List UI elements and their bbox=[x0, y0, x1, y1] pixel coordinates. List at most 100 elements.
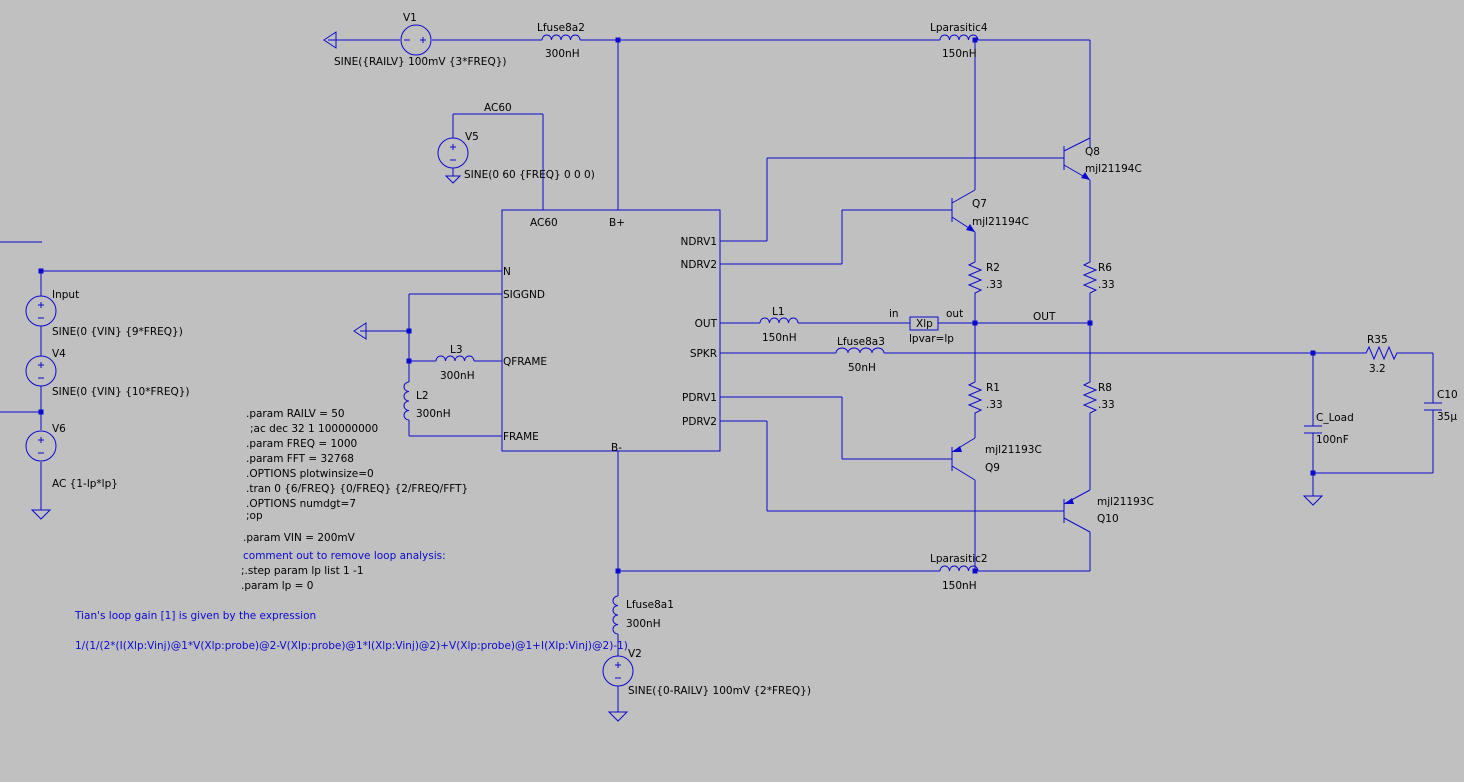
c-load-value: 100nF bbox=[1316, 434, 1349, 446]
pin-pdrv1: PDRV1 bbox=[682, 392, 717, 404]
input-name: Input bbox=[52, 289, 79, 301]
pin-qframe: QFRAME bbox=[503, 356, 547, 368]
c10-value: 35µ bbox=[1437, 411, 1457, 423]
directive-line: .param FFT = 32768 bbox=[246, 453, 354, 465]
step-line[interactable]: ;.step param lp list 1 -1 bbox=[241, 565, 364, 577]
inductor-l1[interactable]: L1 150nH bbox=[759, 306, 799, 344]
pin-pdrv2: PDRV2 bbox=[682, 416, 717, 428]
lfuse8a1-value: 300nH bbox=[626, 618, 661, 630]
amplifier-block[interactable]: AC60 B+ B- N SIGGND QFRAME FRAME NDRV1 N… bbox=[501, 209, 721, 454]
pin-frame: FRAME bbox=[503, 431, 539, 443]
loop-probe-xlp[interactable]: Xlp in out lpvar=lp bbox=[889, 308, 963, 345]
pin-bminus: B- bbox=[611, 442, 622, 454]
resistor-r8[interactable]: R8 .33 bbox=[1082, 378, 1115, 416]
v6-value: AC {1-lp*lp} bbox=[52, 478, 118, 490]
capacitor-c-load[interactable]: C_Load 100nF bbox=[1304, 412, 1354, 446]
v1-value: SINE({RAILV} 100mV {3*FREQ}) bbox=[334, 56, 507, 68]
c-load-name: C_Load bbox=[1316, 412, 1354, 424]
v2-value: SINE({0-RAILV} 100mV {2*FREQ}) bbox=[628, 685, 811, 697]
source-v5[interactable]: V5 SINE(0 60 {FREQ} 0 0 0) AC60 bbox=[437, 102, 595, 181]
inductor-lfuse8a3[interactable]: Lfuse8a3 50nH bbox=[835, 336, 885, 374]
lfuse8a2-name: Lfuse8a2 bbox=[537, 22, 585, 34]
v6-name: V6 bbox=[52, 423, 66, 435]
tian-description: Tian's loop gain [1] is given by the exp… bbox=[74, 610, 316, 622]
source-input[interactable]: Input SINE(0 {VIN} {9*FREQ}) bbox=[25, 289, 183, 338]
l3-name: L3 bbox=[450, 344, 463, 356]
r1-name: R1 bbox=[986, 382, 1000, 394]
directive-line: .tran 0 {6/FREQ} {0/FREQ} {2/FREQ/FFT} bbox=[246, 483, 468, 495]
inductor-l3[interactable]: L3 300nH bbox=[435, 344, 475, 382]
source-v4[interactable]: V4 SINE(0 {VIN} {10*FREQ}) bbox=[25, 348, 190, 398]
q8-name: Q8 bbox=[1085, 146, 1100, 158]
l2-name: L2 bbox=[416, 390, 429, 402]
q8-value: mjl21194C bbox=[1085, 163, 1142, 175]
ground-icon bbox=[607, 711, 629, 722]
resistor-r6[interactable]: R6 .33 bbox=[1082, 258, 1115, 296]
pin-n: N bbox=[503, 266, 511, 278]
tian-expression: 1/(1/(2*(I(Xlp:Vinj)@1*V(Xlp:probe)@2-V(… bbox=[75, 640, 628, 652]
transistor-q7[interactable]: Q7 mjl21194C bbox=[951, 189, 1029, 233]
lparasitic4-value: 150nH bbox=[942, 48, 977, 60]
r6-value: .33 bbox=[1098, 279, 1115, 291]
lparasitic4-name: Lparasitic4 bbox=[930, 22, 988, 34]
directive-line: .param RAILV = 50 bbox=[246, 408, 345, 420]
l2-value: 300nH bbox=[416, 408, 451, 420]
ground-icon bbox=[323, 31, 337, 49]
source-v2[interactable]: V2 SINE({0-RAILV} 100mV {2*FREQ}) bbox=[602, 648, 811, 697]
inductor-lfuse8a1[interactable]: Lfuse8a1 300nH bbox=[612, 595, 674, 635]
ac60-net-label: AC60 bbox=[484, 102, 512, 114]
spice-directives[interactable]: .param RAILV = 50 ;ac dec 32 1 100000000… bbox=[246, 408, 468, 522]
r35-value: 3.2 bbox=[1369, 363, 1386, 375]
directive-line: .param FREQ = 1000 bbox=[246, 438, 357, 450]
q7-value: mjl21194C bbox=[972, 216, 1029, 228]
param-vin[interactable]: .param VIN = 200mV bbox=[243, 532, 356, 544]
resistor-r1[interactable]: R1 .33 bbox=[967, 378, 1003, 416]
l1-value: 150nH bbox=[762, 332, 797, 344]
v4-value: SINE(0 {VIN} {10*FREQ}) bbox=[52, 386, 190, 398]
param-lp[interactable]: .param lp = 0 bbox=[241, 580, 314, 592]
lfuse8a2-value: 300nH bbox=[545, 48, 580, 60]
pin-out: OUT bbox=[695, 318, 718, 330]
transistor-q10[interactable]: mjl21193C Q10 bbox=[1063, 489, 1154, 533]
q10-value: mjl21193C bbox=[1097, 496, 1154, 508]
r35-name: R35 bbox=[1367, 334, 1388, 346]
resistor-r2[interactable]: R2 .33 bbox=[967, 258, 1003, 296]
directive-line: ;op bbox=[246, 510, 263, 522]
inductor-lfuse8a2[interactable]: Lfuse8a2 300nH bbox=[537, 22, 585, 60]
capacitor-c10[interactable]: C10 35µ bbox=[1424, 389, 1458, 423]
directive-line: .OPTIONS plotwinsize=0 bbox=[246, 468, 374, 480]
directive-line: ;ac dec 32 1 100000000 bbox=[250, 423, 378, 435]
inductor-lparasitic2[interactable]: Lparasitic2 150nH bbox=[930, 553, 988, 592]
inductor-l2[interactable]: L2 300nH bbox=[403, 381, 451, 421]
xlp-value: lpvar=lp bbox=[909, 333, 954, 345]
source-v1[interactable]: V1 SINE({RAILV} 100mV {3*FREQ}) bbox=[334, 12, 507, 68]
transistor-q8[interactable]: Q8 mjl21194C bbox=[1063, 137, 1142, 181]
pin-bplus: B+ bbox=[609, 217, 625, 229]
v5-name: V5 bbox=[465, 131, 479, 143]
r2-name: R2 bbox=[986, 262, 1000, 274]
ground-icon bbox=[1302, 495, 1324, 506]
xlp-pin-out: out bbox=[946, 308, 963, 320]
pin-ndrv1: NDRV1 bbox=[680, 236, 717, 248]
lfuse8a3-value: 50nH bbox=[848, 362, 876, 374]
xlp-pin-in: in bbox=[889, 308, 899, 320]
out-net-label: OUT bbox=[1033, 311, 1056, 323]
resistor-r35[interactable]: R35 3.2 bbox=[1362, 334, 1400, 375]
lparasitic2-value: 150nH bbox=[942, 580, 977, 592]
inductor-lparasitic4[interactable]: Lparasitic4 150nH bbox=[930, 22, 988, 60]
l3-value: 300nH bbox=[440, 370, 475, 382]
r6-name: R6 bbox=[1098, 262, 1112, 274]
source-v6[interactable]: V6 AC {1-lp*lp} bbox=[25, 423, 118, 490]
r1-value: .33 bbox=[986, 399, 1003, 411]
q9-value: mjl21193C bbox=[985, 444, 1042, 456]
q9-name: Q9 bbox=[985, 462, 1000, 474]
pin-spkr: SPKR bbox=[690, 348, 717, 360]
q7-name: Q7 bbox=[972, 198, 987, 210]
transistor-q9[interactable]: mjl21193C Q9 bbox=[951, 437, 1042, 481]
v2-name: V2 bbox=[628, 648, 642, 660]
v1-name: V1 bbox=[403, 12, 417, 24]
q10-name: Q10 bbox=[1097, 513, 1119, 525]
input-value: SINE(0 {VIN} {9*FREQ}) bbox=[52, 326, 183, 338]
ground-icon bbox=[353, 322, 367, 340]
